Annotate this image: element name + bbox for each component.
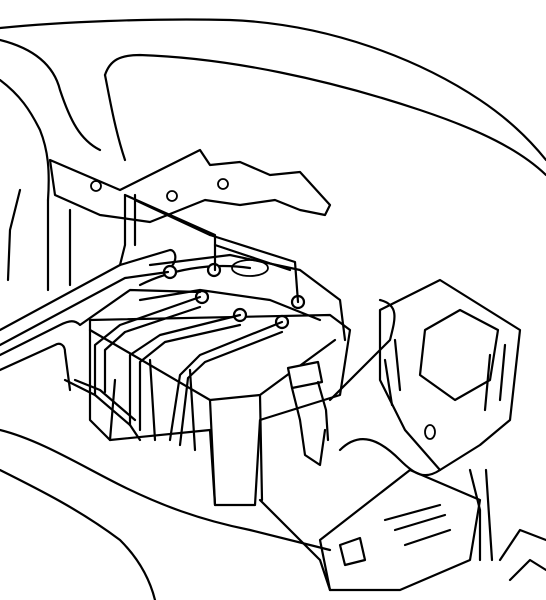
fitting-3: [194, 289, 210, 305]
brake-lines: [0, 193, 300, 447]
right-bracket-plate: [378, 278, 522, 472]
valve-block-top: [138, 253, 347, 342]
bracket-left-leg: [6, 188, 72, 292]
engine-bay-contours: [0, 298, 546, 600]
mounting-bracket-top: [48, 148, 332, 224]
lower-bracket: [318, 468, 494, 592]
electrical-connector: [286, 360, 330, 467]
body-panel-outline: [0, 18, 546, 202]
